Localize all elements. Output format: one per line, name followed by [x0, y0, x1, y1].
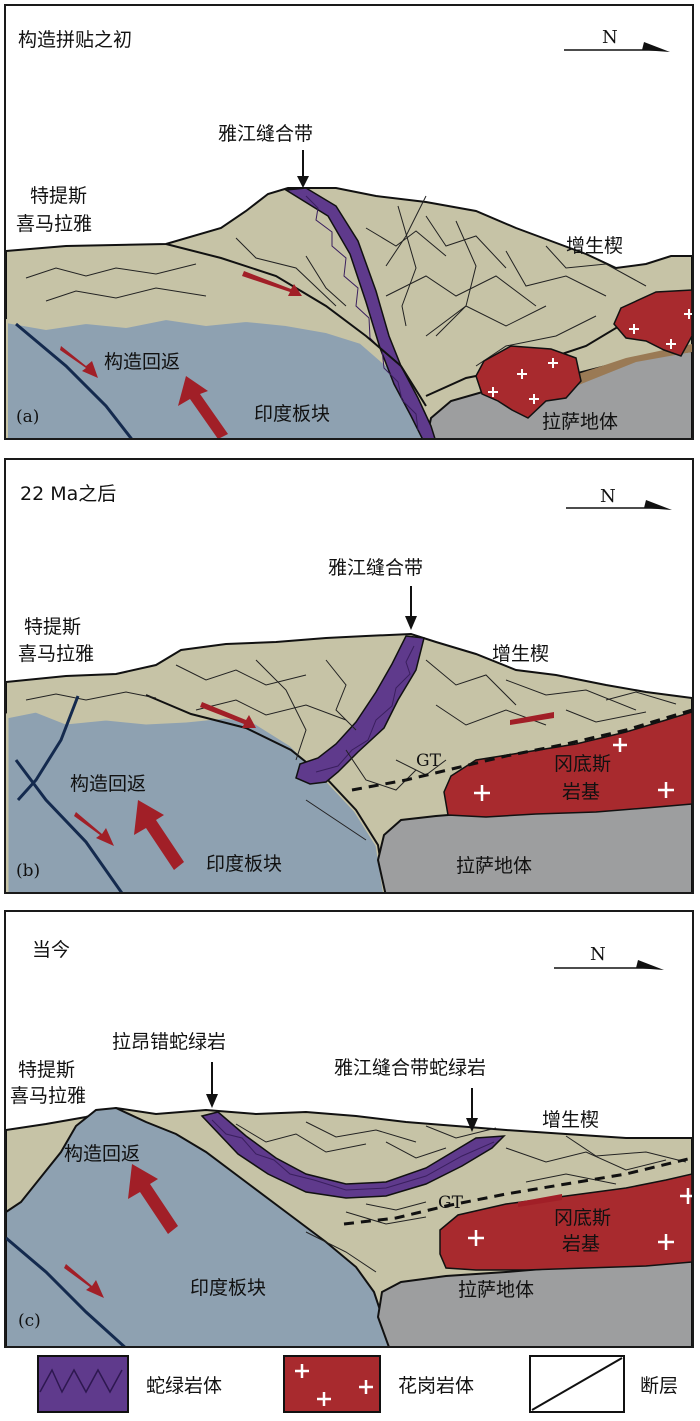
batholith-label-2: 岩基	[562, 781, 600, 803]
exhumation-label: 构造回返	[104, 351, 180, 373]
legend-ophiolite-label: 蛇绿岩体	[146, 1375, 222, 1397]
tethys-label: 特提斯	[18, 1059, 75, 1081]
north-label: N	[602, 27, 618, 48]
north-label: N	[600, 486, 616, 507]
panel-a: N 构造拼贴之初 雅江缝合带 特提斯 喜马拉雅 增生楔 构造回返 印度板块 拉萨…	[4, 4, 694, 440]
himalaya-label: 喜马拉雅	[18, 643, 94, 665]
lang-ophiolite-label: 拉昂错蛇绿岩	[112, 1031, 226, 1053]
panel-a-diagram: N 构造拼贴之初 雅江缝合带 特提斯 喜马拉雅 增生楔 构造回返 印度板块 拉萨…	[6, 6, 694, 440]
panel-b: N 22 Ma之后 雅江缝合带 特提斯 喜马拉雅 增生楔 GT 冈底斯 岩基 构…	[4, 458, 694, 894]
gt-label: GT	[416, 751, 442, 771]
stage-title: 构造拼贴之初	[18, 29, 132, 51]
legend-item-ophiolite: 蛇绿岩体	[38, 1356, 222, 1412]
suture-label: 雅江缝合带	[328, 557, 423, 579]
tethys-label: 特提斯	[30, 185, 87, 207]
legend-granite-label: 花岗岩体	[398, 1375, 474, 1397]
lhasa-terrane-label: 拉萨地体	[456, 855, 532, 877]
panel-c: N 当今 拉昂错蛇绿岩 雅江缝合带蛇绿岩 特提斯 喜马拉雅 增生楔 GT 冈底斯…	[4, 910, 694, 1348]
legend-item-fault: 断层	[530, 1356, 678, 1412]
panel-letter: (c)	[18, 1311, 41, 1331]
wedge-label: 增生楔	[542, 1109, 599, 1131]
batholith-label: 冈底斯	[554, 753, 611, 775]
gt-label: GT	[438, 1193, 464, 1213]
suture-ophiolite-label: 雅江缝合带蛇绿岩	[334, 1057, 486, 1079]
exhumation-label: 构造回返	[70, 773, 146, 795]
india-plate-label: 印度板块	[206, 853, 282, 875]
legend-item-granite: 花岗岩体	[284, 1356, 474, 1412]
batholith-label: 冈底斯	[554, 1207, 611, 1229]
legend: 蛇绿岩体 花岗岩体 断层	[0, 1352, 700, 1417]
tethys-label: 特提斯	[24, 616, 81, 638]
lhasa-terrane-label: 拉萨地体	[458, 1279, 534, 1301]
himalaya-label: 喜马拉雅	[10, 1085, 86, 1107]
suture-label: 雅江缝合带	[218, 123, 313, 145]
lhasa-terrane-label: 拉萨地体	[542, 411, 618, 433]
panel-letter: (a)	[16, 407, 39, 427]
wedge-label: 增生楔	[566, 235, 623, 257]
stage-title: 当今	[32, 939, 70, 961]
exhumation-label: 构造回返	[64, 1143, 140, 1165]
panel-b-diagram: N 22 Ma之后 雅江缝合带 特提斯 喜马拉雅 增生楔 GT 冈底斯 岩基 构…	[6, 460, 694, 894]
legend-fault-label: 断层	[640, 1375, 678, 1397]
panel-letter: (b)	[16, 861, 40, 881]
himalaya-label: 喜马拉雅	[16, 213, 92, 235]
north-label: N	[590, 944, 606, 965]
india-plate-label: 印度板块	[190, 1277, 266, 1299]
india-plate-label: 印度板块	[254, 403, 330, 425]
panel-c-diagram: N 当今 拉昂错蛇绿岩 雅江缝合带蛇绿岩 特提斯 喜马拉雅 增生楔 GT 冈底斯…	[6, 912, 694, 1348]
legend-graphic: 蛇绿岩体 花岗岩体 断层	[0, 1352, 700, 1417]
wedge-label: 增生楔	[492, 643, 549, 665]
stage-title: 22 Ma之后	[20, 483, 116, 505]
batholith-label-2: 岩基	[562, 1233, 600, 1255]
